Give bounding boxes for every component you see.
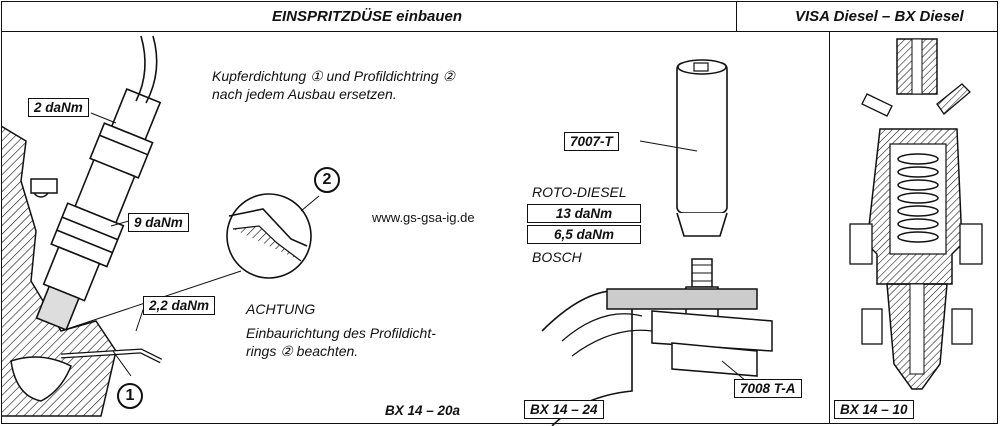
- torque-label-low: 2,2 daNm: [143, 296, 216, 315]
- warning-line1: Einbaurichtung des Profildicht-: [246, 325, 436, 341]
- warning-title: ACHTUNG: [246, 301, 316, 317]
- torque-tool-drawing: [541, 59, 773, 426]
- figure-caption-2: BX 14 – 24: [524, 400, 604, 419]
- page-title: EINSPRITZDÜSE einbauen: [272, 8, 463, 25]
- torque-label-top: 2 daNm: [28, 98, 89, 117]
- panel-divider: [829, 31, 830, 424]
- model-title: VISA Diesel – BX Diesel: [795, 8, 964, 25]
- tool-label-7008ta: 7008 T-A: [734, 379, 802, 398]
- callout-profile-seal: 2: [314, 167, 340, 193]
- brand-roto-diesel: ROTO-DIESEL: [532, 184, 627, 200]
- warning-line2: rings ② beachten.: [246, 343, 359, 359]
- torque-label-mid: 9 daNm: [128, 213, 189, 232]
- callout-copper-seal: 1: [117, 383, 143, 409]
- injector-installation-drawing: [1, 35, 320, 417]
- tool-label-7007t: 7007-T: [564, 132, 619, 151]
- torque-bosch: 6,5 daNm: [527, 225, 641, 244]
- brand-bosch: BOSCH: [532, 249, 582, 265]
- website-url: www.gs-gsa-ig.de: [372, 210, 475, 225]
- figure-caption-1: BX 14 – 20a: [385, 403, 461, 418]
- header-divider: [1, 31, 998, 32]
- injector-cross-section: [849, 38, 983, 390]
- torque-roto-diesel: 13 daNm: [527, 204, 641, 223]
- replacement-note-line2: nach jedem Ausbau ersetzen.: [212, 86, 397, 102]
- figure-caption-3: BX 14 – 10: [834, 400, 914, 419]
- replacement-note-line1: Kupferdichtung ① und Profildichtring ②: [212, 68, 456, 84]
- header-vertical-divider: [736, 1, 737, 32]
